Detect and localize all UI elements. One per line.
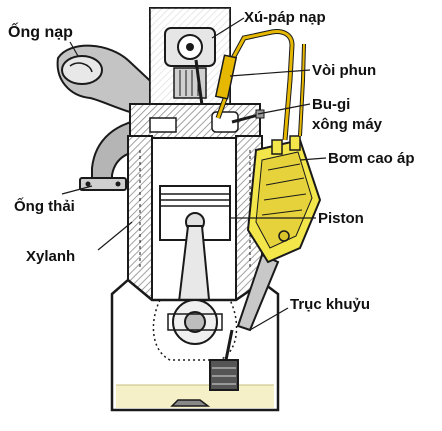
label-bugi-line2: xông máy (312, 116, 383, 133)
label-truc-khuyu: Trục khuỷu (290, 296, 371, 313)
label-xylanh: Xylanh (26, 248, 76, 265)
injector (214, 54, 238, 100)
intake-pipe (56, 44, 161, 120)
label-piston: Piston (318, 210, 364, 227)
label-bugi-line1: Bu-gi (312, 96, 351, 113)
label-xupap-nap: Xú-páp nạp (244, 9, 326, 26)
fuel-line (215, 29, 306, 141)
label-voi-phun: Vòi phun (312, 62, 377, 79)
leader-lines (61, 17, 327, 331)
label-ong-thai: Ống thải (14, 198, 75, 215)
label-ong-nap: Ống nạp (8, 24, 73, 41)
high-pressure-pump (246, 135, 322, 264)
crankshaft (167, 299, 223, 345)
oil-pump-gears (170, 329, 239, 407)
label-bom-cao-ap: Bơm cao áp (328, 150, 415, 167)
